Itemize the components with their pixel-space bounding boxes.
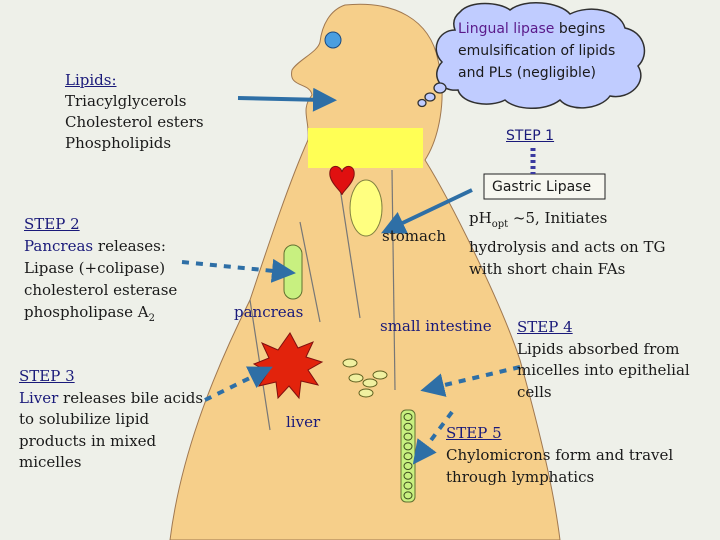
liver-label: liver (286, 413, 321, 431)
lipids-header: Lipids: (65, 71, 117, 89)
villus-ring (403, 413, 413, 421)
step4-label: STEP 4 (517, 318, 573, 336)
villus-ring (403, 471, 413, 480)
lipid-item: Cholesterol esters (65, 113, 204, 131)
lingual-lipase-term: Lingual lipase (458, 21, 555, 37)
stomach-label: stomach (382, 227, 446, 245)
pancreas-label: pancreas (234, 303, 304, 321)
lipid-item: Phospholipids (65, 134, 172, 152)
gastric-lipase-box (483, 173, 606, 200)
step2-block: STEP 2 Pancreas releases: Lipase (+colip… (24, 215, 178, 324)
villus-ring (403, 442, 413, 451)
liver-arrow (204, 366, 273, 402)
step3-label: STEP 3 (19, 367, 75, 385)
micelle (358, 388, 374, 398)
stomach-shape (349, 179, 383, 237)
gastric-description: pHopt ~5, Initiates hydrolysis and acts … (469, 209, 666, 278)
step2-label: STEP 2 (24, 215, 80, 233)
lingual-lipase-text: Lingual lipase begins emulsification of … (458, 21, 616, 81)
villus-ring (403, 491, 413, 500)
intestinal-villi (400, 409, 416, 503)
villus-ring (403, 432, 413, 441)
pancreas-line (299, 221, 321, 323)
intestine-line (391, 169, 396, 391)
esophagus-line (337, 174, 361, 319)
step5-label: STEP 5 (446, 424, 502, 442)
micelle (348, 373, 364, 383)
thought-cloud (417, 2, 646, 109)
villus-ring (403, 462, 413, 470)
pancreas-shape (283, 244, 303, 300)
step1-label: STEP 1 (506, 128, 555, 144)
throat-band (308, 128, 423, 168)
villus-ring (403, 422, 413, 431)
liver-term: Liver (19, 388, 59, 407)
gastric-lipase-label: Gastric Lipase (492, 179, 592, 195)
lipids-arrow (237, 87, 337, 112)
body-silhouette (169, 3, 561, 540)
step5-block: STEP 5 Chylomicrons form and travel thro… (446, 424, 674, 486)
lipids-block: Lipids: Triacylglycerols Cholesterol est… (65, 70, 204, 154)
micelle (362, 378, 378, 388)
lipid-item: Triacylglycerols (65, 92, 187, 110)
step4-block: STEP 4 Lipids absorbed from micelles int… (517, 318, 690, 401)
small-intestine-label: small intestine (380, 317, 492, 335)
step3-block: STEP 3 Liver releases bile acids to solu… (19, 367, 204, 471)
eye-icon (324, 31, 342, 49)
micelle (372, 370, 388, 380)
villus-ring (403, 481, 413, 490)
heart-icon (329, 166, 355, 196)
gastric-arrow (381, 188, 473, 234)
pancreas-arrow (181, 258, 296, 283)
micelles (342, 358, 388, 398)
absorption-arrow (420, 365, 521, 397)
pancreas-term: Pancreas (24, 237, 94, 255)
micelle (342, 358, 358, 368)
villus-ring (403, 452, 413, 461)
chylomicron-arrow (412, 410, 454, 465)
